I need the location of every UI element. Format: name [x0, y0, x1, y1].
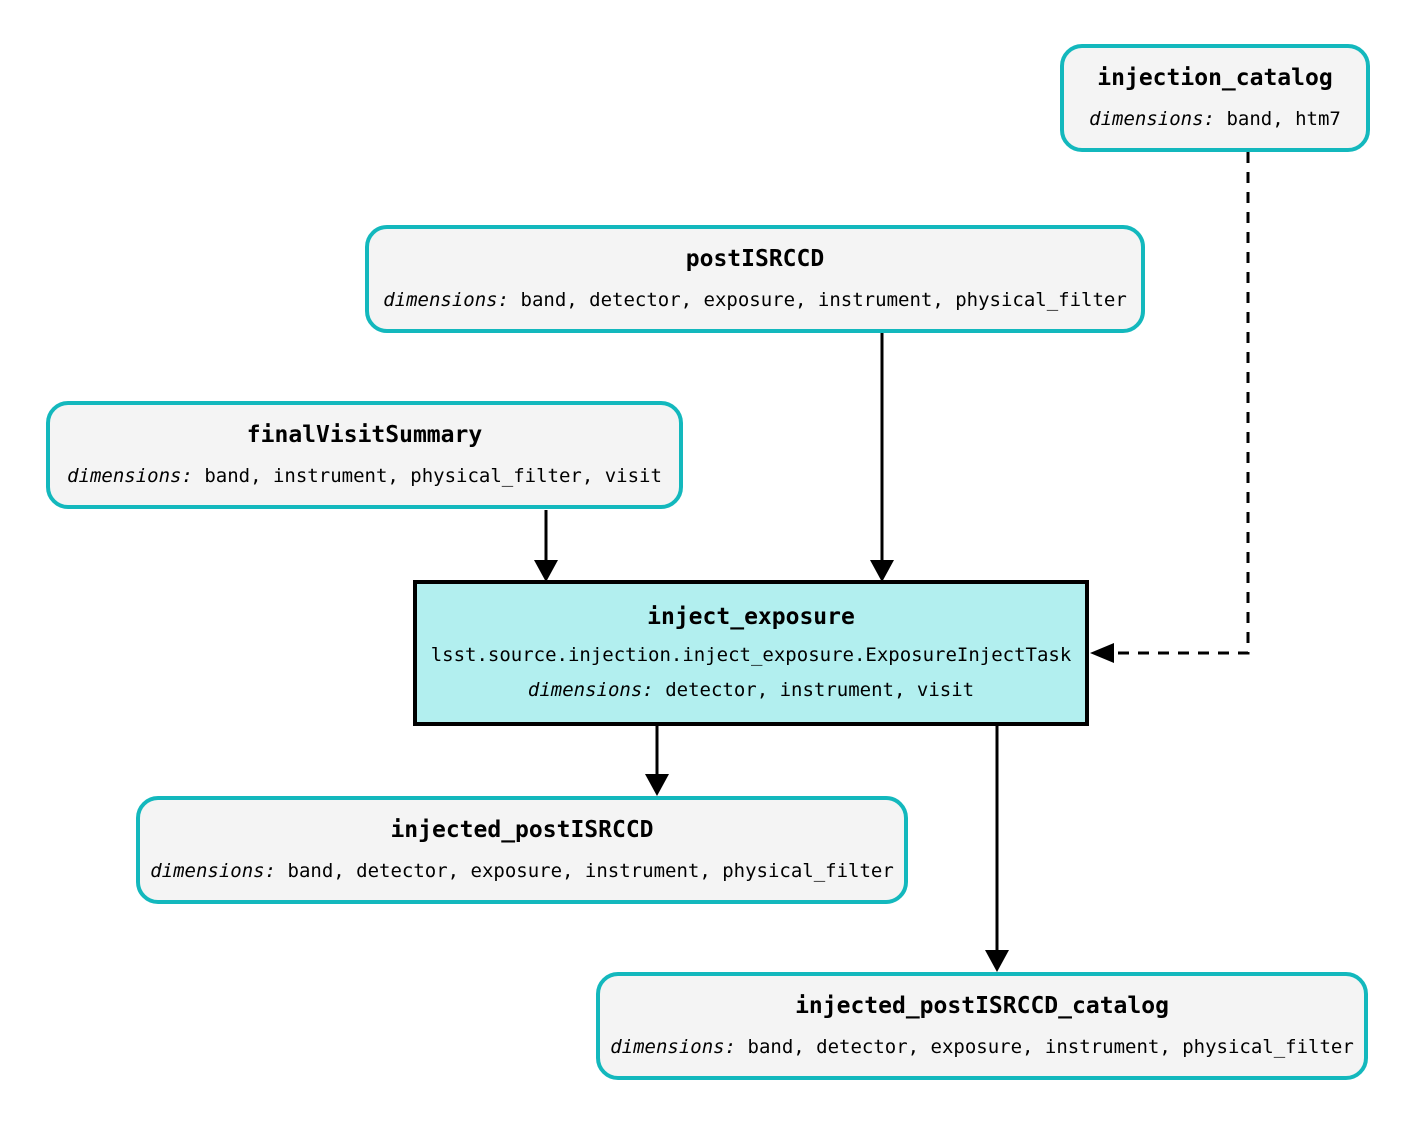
node-title: injected_postISRCCD_catalog — [795, 992, 1169, 1019]
dimensions-label: dimensions: — [150, 860, 277, 883]
node-dimensions: dimensions: band, detector, exposure, in… — [383, 290, 1127, 311]
node-title: inject_exposure — [647, 604, 855, 631]
dimensions-value: band, htm7 — [1226, 108, 1341, 131]
node-dimensions: dimensions: band, instrument, physical_f… — [67, 466, 662, 487]
node-postisrccd[interactable]: postISRCCD dimensions: band, detector, e… — [365, 225, 1145, 333]
dimensions-value: detector, instrument, visit — [665, 678, 975, 701]
node-title: finalVisitSummary — [246, 421, 483, 448]
dimensions-label: dimensions: — [383, 289, 510, 312]
node-title: injection_catalog — [1097, 64, 1333, 91]
node-title: injected_postISRCCD — [390, 816, 654, 843]
dimensions-label: dimensions: — [1089, 108, 1215, 131]
node-dimensions: dimensions: band, htm7 — [1089, 109, 1341, 130]
dimensions-label: dimensions: — [67, 465, 193, 488]
dimensions-label: dimensions: — [610, 1036, 737, 1059]
dimensions-value: band, detector, exposure, instrument, ph… — [287, 860, 894, 883]
dimensions-value: band, detector, exposure, instrument, ph… — [747, 1036, 1354, 1059]
node-inject-exposure[interactable]: inject_exposure lsst.source.injection.in… — [413, 580, 1089, 726]
node-dimensions: dimensions: band, detector, exposure, in… — [150, 861, 894, 882]
dimensions-value: band, detector, exposure, instrument, ph… — [520, 289, 1127, 312]
dimensions-label: dimensions: — [527, 678, 654, 701]
node-finalvisitsummary[interactable]: finalVisitSummary dimensions: band, inst… — [46, 401, 683, 509]
node-class-path: lsst.source.injection.inject_exposure.Ex… — [430, 643, 1072, 666]
node-injection-catalog[interactable]: injection_catalog dimensions: band, htm7 — [1060, 44, 1370, 152]
node-injected-postisrccd[interactable]: injected_postISRCCD dimensions: band, de… — [136, 796, 908, 904]
node-title: postISRCCD — [685, 245, 825, 272]
node-dimensions: dimensions: detector, instrument, visit — [527, 678, 975, 701]
node-dimensions: dimensions: band, detector, exposure, in… — [610, 1037, 1354, 1058]
dimensions-value: band, instrument, physical_filter, visit — [204, 465, 662, 488]
node-injected-postisrccd-catalog[interactable]: injected_postISRCCD_catalog dimensions: … — [596, 972, 1368, 1080]
